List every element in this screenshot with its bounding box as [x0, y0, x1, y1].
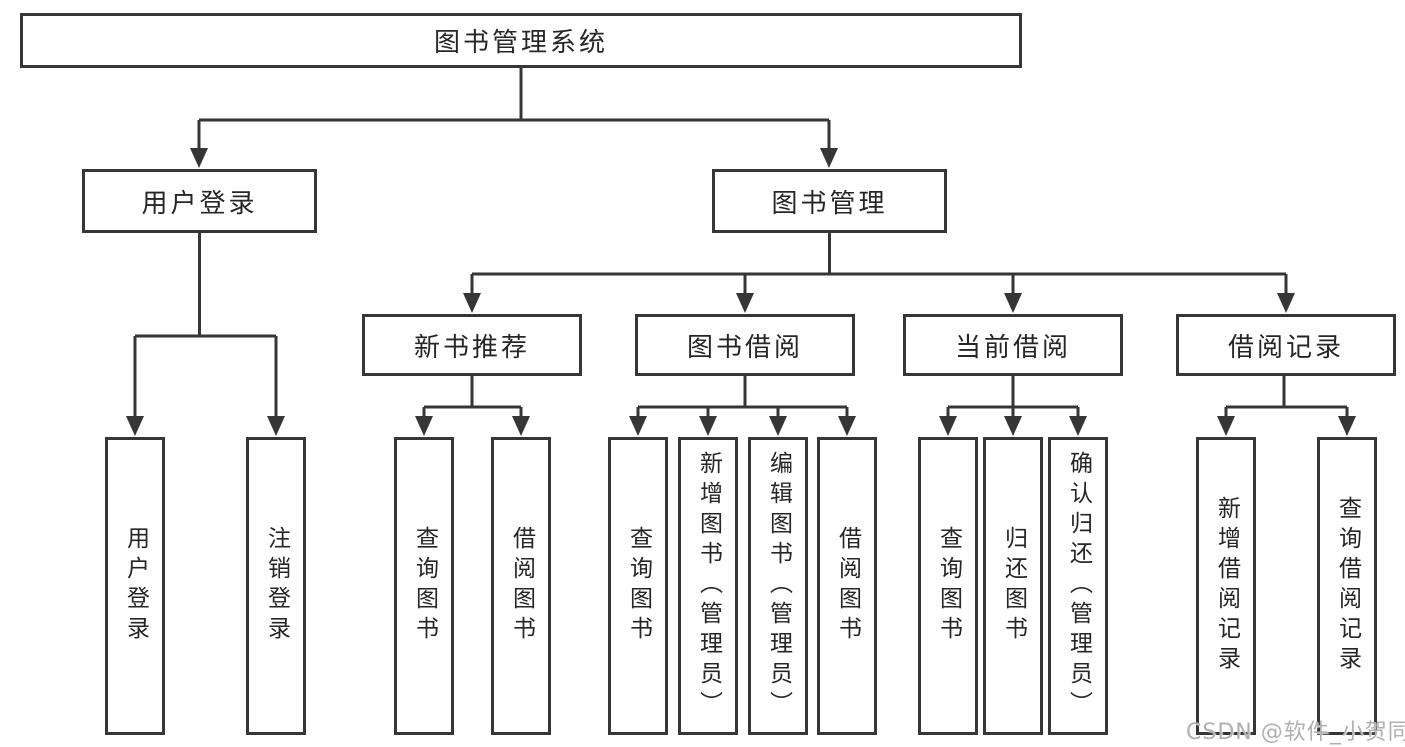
leaf-label: 注销登录 — [263, 526, 290, 646]
node-label: 图书管理 — [771, 188, 888, 219]
leaf-query-books-2: 查询图书 — [608, 437, 668, 735]
leaf-query-books-1: 查询图书 — [394, 437, 454, 735]
leaf-label: 归还图书 — [1000, 526, 1027, 646]
leaf-label: 用户登录 — [122, 526, 149, 646]
leaf-confirm-return-admin: 确认归还（管理员） — [1048, 437, 1108, 735]
leaf-query-borrow-record: 查询借阅记录 — [1317, 437, 1377, 735]
leaf-label: 借阅图书 — [508, 526, 535, 646]
csdn-watermark: CSDN @软件_小贺同学 — [1186, 720, 1405, 745]
leaf-label: 新增图书（管理员） — [695, 451, 722, 721]
node-user-login: 用户登录 — [82, 169, 317, 233]
arrowheads — [126, 148, 1356, 436]
node-label: 借阅记录 — [1227, 332, 1344, 363]
node-label: 新书推荐 — [413, 332, 530, 363]
leaf-query-books-3: 查询图书 — [918, 437, 978, 735]
node-label: 当前借阅 — [954, 332, 1071, 363]
leaf-label: 借阅图书 — [834, 526, 861, 646]
leaf-label: 查询图书 — [411, 526, 438, 646]
leaf-user-login: 用户登录 — [105, 437, 165, 735]
node-label: 用户登录 — [141, 188, 258, 219]
node-book-borrow: 图书借阅 — [635, 314, 855, 376]
leaf-borrow-books-1: 借阅图书 — [491, 437, 551, 735]
leaf-label: 查询借阅记录 — [1334, 496, 1361, 676]
node-current-borrow: 当前借阅 — [903, 314, 1123, 376]
leaf-label: 新增借阅记录 — [1213, 496, 1240, 676]
leaf-add-borrow-record: 新增借阅记录 — [1196, 437, 1256, 735]
leaf-edit-book-admin: 编辑图书（管理员） — [748, 437, 808, 735]
node-library-management-system: 图书管理系统 — [20, 13, 1022, 68]
node-label: 图书管理系统 — [433, 28, 608, 58]
leaf-label: 编辑图书（管理员） — [765, 451, 792, 721]
leaf-label: 查询图书 — [625, 526, 652, 646]
leaf-label: 确认归还（管理员） — [1065, 451, 1092, 721]
node-borrow-records: 借阅记录 — [1176, 314, 1396, 376]
node-new-book-recommend: 新书推荐 — [362, 314, 582, 376]
leaf-add-book-admin: 新增图书（管理员） — [678, 437, 738, 735]
leaf-return-book: 归还图书 — [983, 437, 1043, 735]
leaf-logout: 注销登录 — [246, 437, 306, 735]
node-book-management: 图书管理 — [712, 169, 947, 233]
leaf-borrow-books-2: 借阅图书 — [817, 437, 877, 735]
leaf-label: 查询图书 — [935, 526, 962, 646]
node-label: 图书借阅 — [686, 332, 803, 363]
